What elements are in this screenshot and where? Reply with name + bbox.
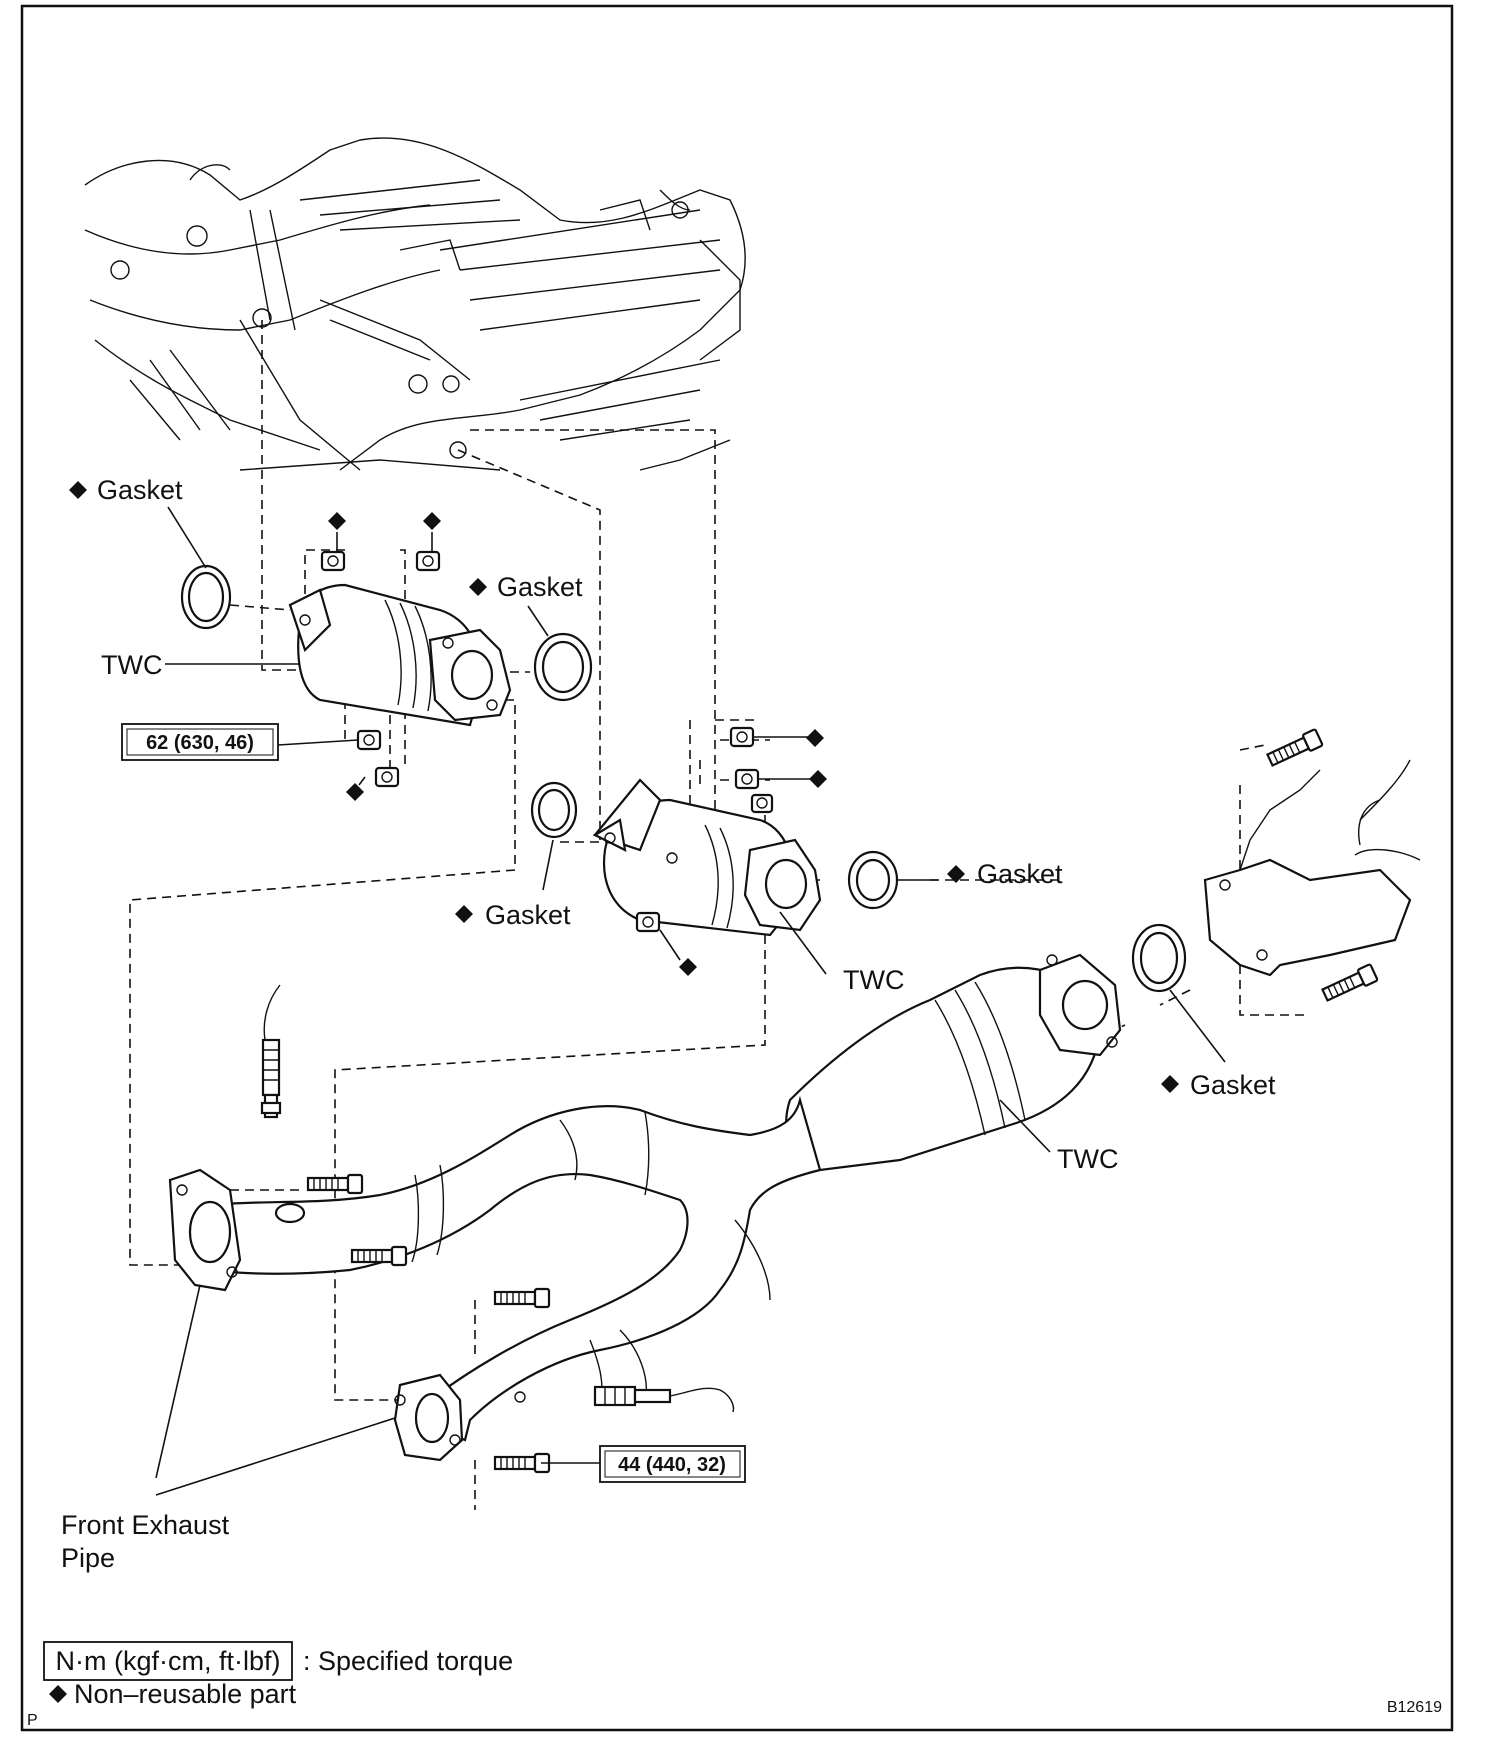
gasket-label-5: Gasket (1161, 1070, 1276, 1100)
diamond-icon (469, 578, 487, 596)
twc-middle (592, 778, 822, 937)
nut-icon (415, 550, 441, 572)
diamond-icon (806, 729, 824, 747)
gasket-label-text: Gasket (97, 475, 183, 505)
diamond-icon (809, 770, 827, 788)
gasket-middle-right (847, 850, 899, 910)
gasket-upper-right (533, 632, 593, 702)
gasket-middle-left (530, 781, 578, 839)
twc-label-middle: TWC (843, 965, 904, 995)
bolt-icon (493, 1452, 551, 1474)
gasket-label-4: Gasket (947, 859, 1063, 889)
bolt-icon (306, 1173, 364, 1195)
torque-box-upper: 62 (630, 46) (121, 723, 279, 761)
diamond-icon (49, 1685, 67, 1703)
front-exhaust-pipe (168, 1095, 822, 1462)
bolt-icon (1321, 963, 1379, 1002)
front-exhaust-pipe-label-line1: Front Exhaust (61, 1510, 230, 1540)
diamond-icon (947, 865, 965, 883)
non-reusable-markers (328, 512, 827, 976)
gasket-label-text: Gasket (485, 900, 571, 930)
front-exhaust-pipe-label-line2: Pipe (61, 1543, 115, 1573)
diamond-icon (679, 958, 697, 976)
gasket-label-1: Gasket (69, 475, 183, 505)
bolt-icon (350, 1245, 408, 1267)
diamond-icon (1161, 1075, 1179, 1093)
legend-non-reusable: Non–reusable part (74, 1679, 297, 1709)
diamond-icon (69, 481, 87, 499)
twc-label-lower: TWC (1057, 1144, 1118, 1174)
nuts-upper (320, 550, 441, 788)
gasket-label-text: Gasket (977, 859, 1063, 889)
bolt-icon (493, 1287, 551, 1309)
nut-icon (635, 911, 661, 933)
oxygen-sensor-lower (593, 1385, 735, 1413)
nut-icon (729, 726, 755, 748)
diamond-icon (455, 905, 473, 923)
legend-torque-desc: : Specified torque (303, 1646, 513, 1676)
nut-icon (356, 729, 382, 751)
torque-value-front-pipe: 44 (440, 32) (618, 1454, 726, 1476)
leader-lines (155, 506, 1226, 1496)
torque-value-upper: 62 (630, 46) (146, 732, 254, 754)
corner-mark: P (27, 1712, 38, 1729)
nut-icon (320, 550, 346, 572)
legend-torque-unit: N·m (kgf·cm, ft·lbf) (56, 1646, 281, 1676)
gasket-label-text: Gasket (1190, 1070, 1276, 1100)
twc-lower (785, 953, 1122, 1172)
bolts-front-pipe (306, 1173, 551, 1474)
figure-frame (20, 4, 1454, 1732)
tail-pipe-section (1203, 759, 1421, 977)
twc-upper (288, 583, 512, 727)
nut-icon (734, 768, 760, 790)
bolts-tail (1266, 728, 1379, 1002)
gasket-lower-right (1131, 923, 1187, 993)
torque-box-front-pipe: 44 (440, 32) (599, 1445, 746, 1483)
engine-block (84, 137, 746, 471)
gasket-label-2: Gasket (469, 572, 583, 602)
bolt-icon (1266, 728, 1324, 767)
diamond-icon (346, 783, 364, 801)
twc-label-upper: TWC (101, 650, 162, 680)
gasket-label-3: Gasket (455, 900, 571, 930)
gasket-upper-left (180, 564, 232, 630)
gasket-label-text: Gasket (497, 572, 583, 602)
legend: N·m (kgf·cm, ft·lbf) : Specified torque … (43, 1641, 513, 1709)
diamond-icon (328, 512, 346, 530)
figure-id: B12619 (1387, 1699, 1442, 1716)
diamond-icon (423, 512, 441, 530)
nut-icon (374, 766, 400, 788)
nut-icon (750, 793, 774, 814)
oxygen-sensor-upper (260, 984, 282, 1119)
